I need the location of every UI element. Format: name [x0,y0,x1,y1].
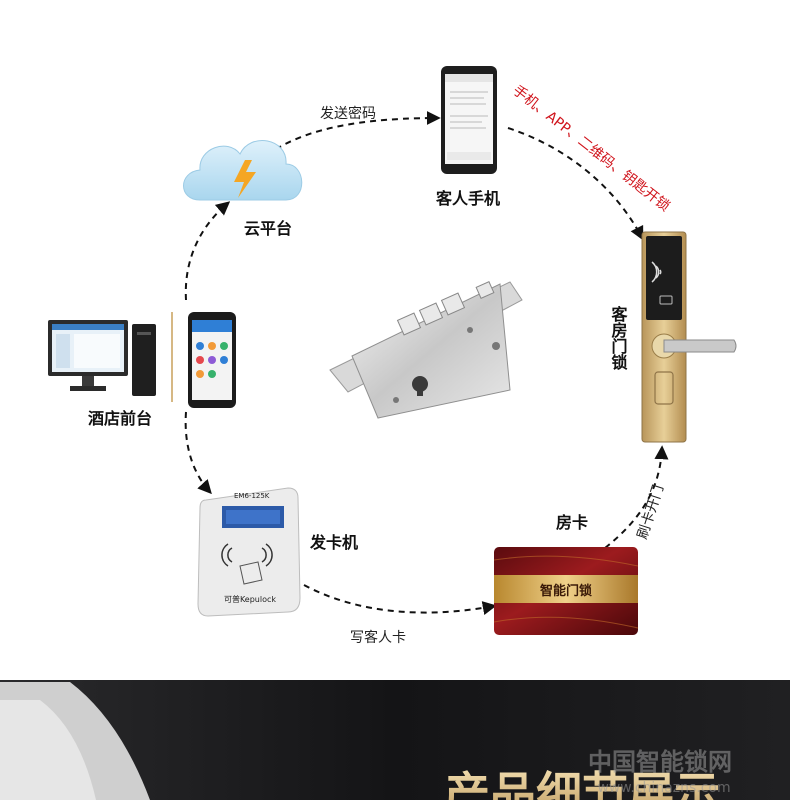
arrow-frontdesk-to-cloud [184,201,231,301]
mobile-app-icon [188,312,236,408]
encoder-label: 发卡机 [309,533,358,552]
unlock-methods-label: 手机、APP、二维码、钥匙开锁 [510,83,673,215]
mortise-lock-icon [329,281,523,419]
phone-icon [441,66,497,174]
send-password-label: 发送密码 [320,105,376,122]
door-lock-icon [641,231,737,443]
desktop-computer-icon [48,320,156,396]
doorlock-label: 客房门锁 [609,305,628,371]
card-encoder-icon [197,487,301,617]
banner-title: 产品细节展示 [444,767,720,800]
card-label: 房卡 [556,513,588,532]
arrow-card-to-lock [604,445,669,549]
watermark-cn: 中国智能锁网 [588,748,732,776]
frontdesk-label: 酒店前台 [88,409,152,428]
arrow-frontdesk-to-encoder [184,411,212,495]
encoder-brand-text: 可普Kepulock [224,594,276,604]
arrow-encoder-to-card [303,584,497,615]
phone-label: 客人手机 [436,189,500,208]
arrow-phone-to-lock [507,127,644,241]
handle-highlight [0,700,96,800]
encoder-model-text: EM6-125K [234,492,270,500]
write-card-label: 写客人卡 [350,629,406,646]
cloud-label: 云平台 [244,219,292,238]
card-face-text: 智能门锁 [540,583,592,599]
cloud-icon [183,140,303,201]
watermark-url: www.chinazns.com [597,780,730,796]
room-card-icon [493,547,639,635]
